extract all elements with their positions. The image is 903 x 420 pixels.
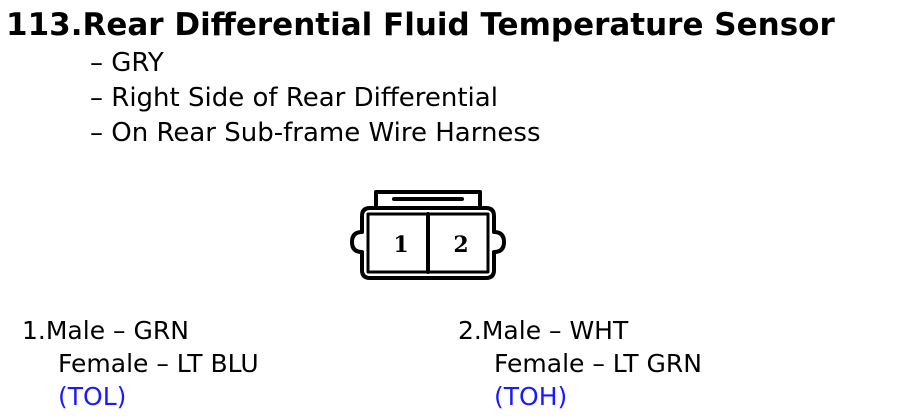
pin-2-male: 2.Male – WHT [458, 316, 629, 345]
pin-1-male: 1.Male – GRN [22, 316, 189, 345]
connector-latch [374, 190, 482, 208]
connector-body [350, 206, 506, 280]
pin-2-info: 2.Male – WHT Female – LT GRN (TOH) [458, 314, 702, 413]
detail-harness: – On Rear Sub-frame Wire Harness [90, 118, 541, 148]
connector-diagram: 1 2 [350, 190, 506, 280]
detail-color: – GRY [90, 48, 164, 78]
connector-cavity [366, 212, 490, 274]
pin-label-2: 2 [453, 232, 468, 258]
page-title: 113.Rear Differential Fluid Temperature … [6, 7, 835, 43]
detail-location: – Right Side of Rear Differential [90, 83, 498, 113]
pin-2-female: Female – LT GRN [494, 349, 702, 378]
pin-1-female: Female – LT BLU [58, 349, 259, 378]
pin-1-code: (TOL) [58, 382, 127, 411]
pin-1-info: 1.Male – GRN Female – LT BLU (TOL) [22, 314, 259, 413]
sensor-details-list: – GRY – Right Side of Rear Differential … [90, 46, 541, 151]
pin-2-code: (TOH) [494, 382, 568, 411]
pin-label-1: 1 [393, 232, 408, 258]
